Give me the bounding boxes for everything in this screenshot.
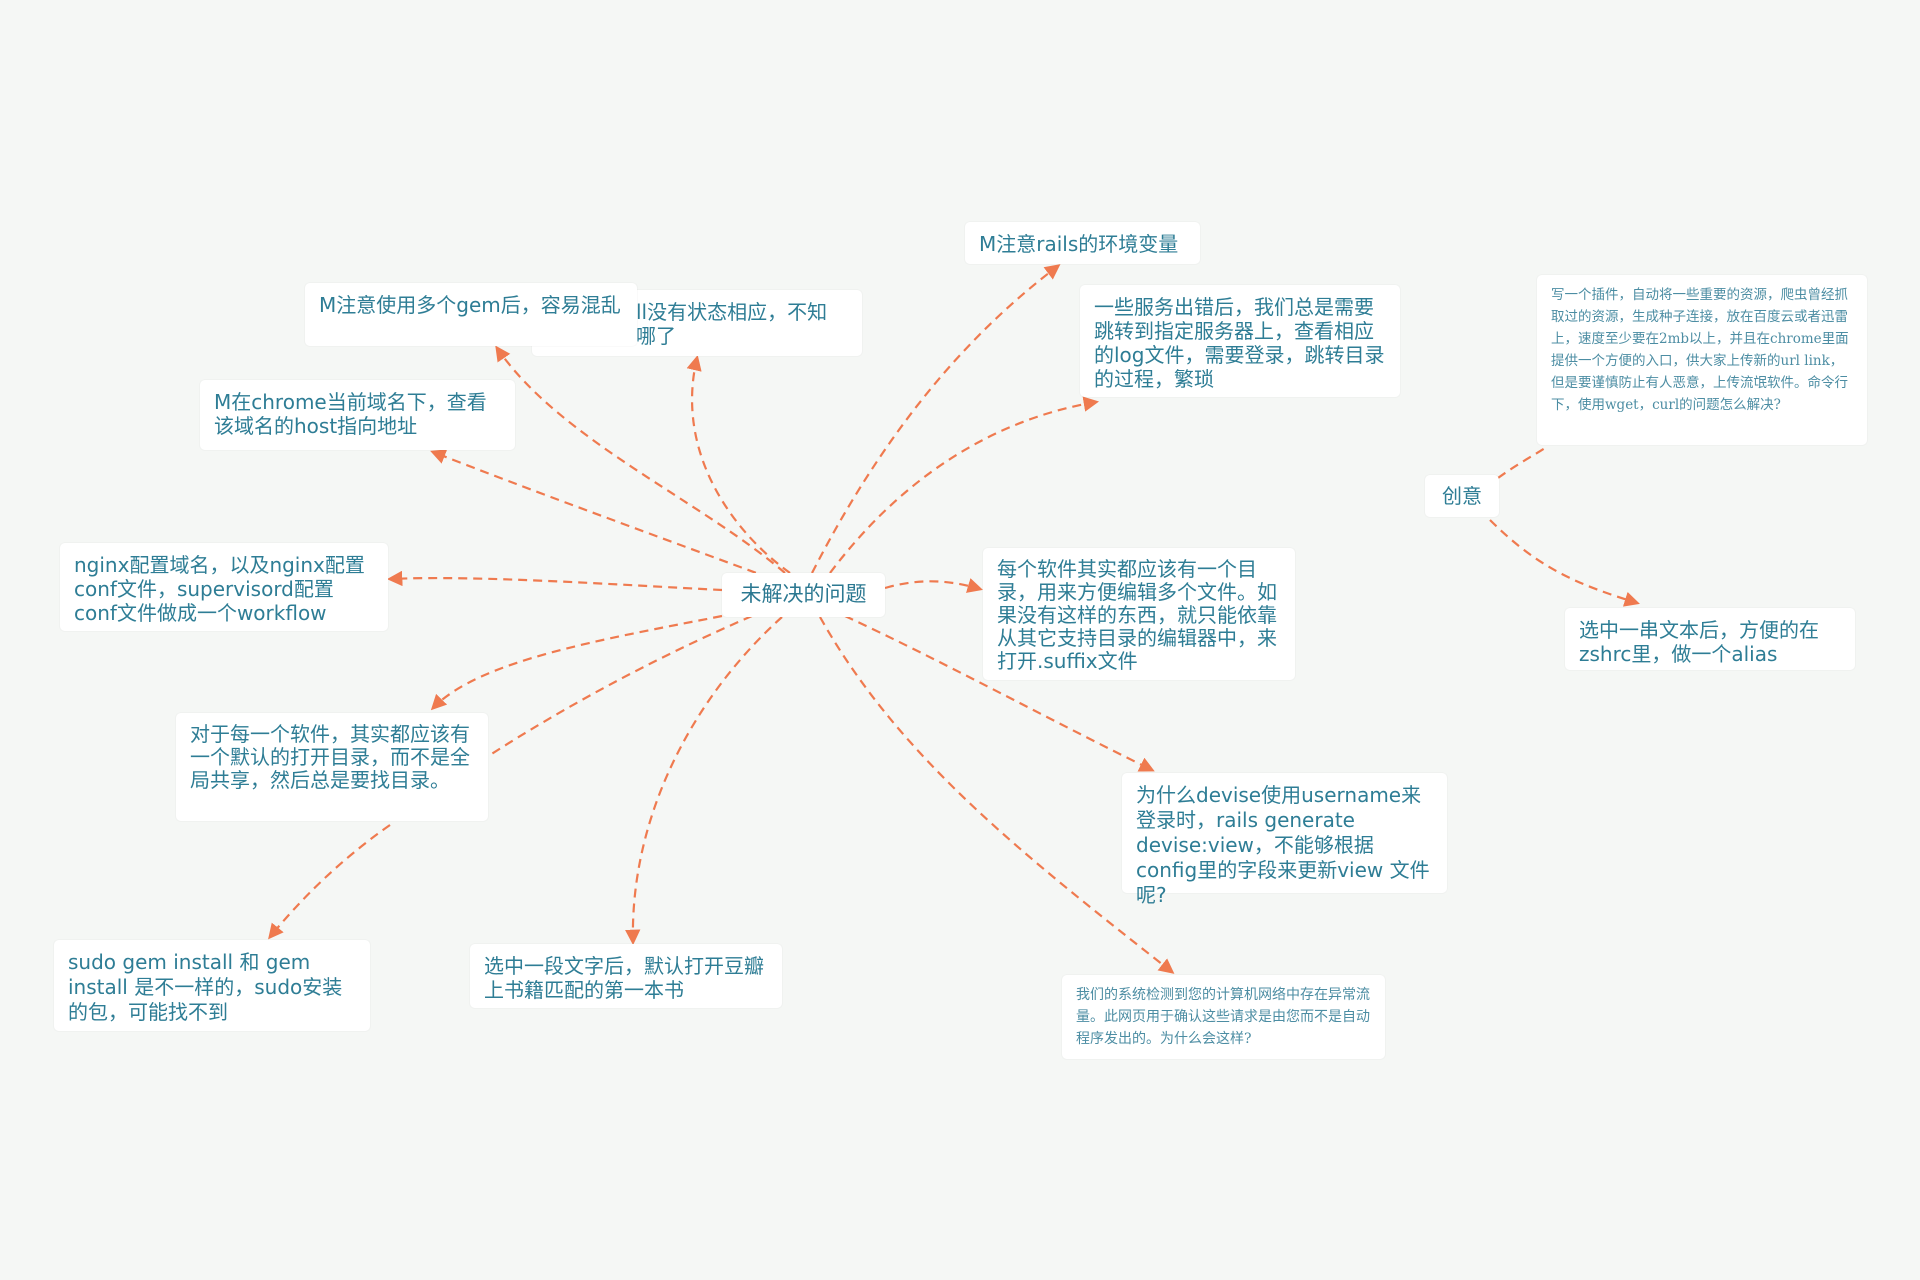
node-nginx-workflow[interactable]: nginx配置域名，以及nginx配置conf文件，supervisord配置c… [60,543,388,631]
node-douban-book[interactable]: 选中一段文字后，默认打开豆瓣上书籍匹配的第一本书 [470,944,782,1008]
edge-rails-env [811,264,1061,574]
idea-topic-label: 创意 [1442,484,1482,508]
node-server-logs[interactable]: 一些服务出错后，我们总是需要跳转到指定服务器上，查看相应的log文件，需要登录，… [1080,285,1400,397]
node-software-dir-edit[interactable]: 每个软件其实都应该有一个目录，用来方便编辑多个文件。如果没有这样的东西，就只能依… [983,548,1295,680]
node-crawler-plugin[interactable]: 写一个插件，自动将一些重要的资源，爬虫曾经抓取过的资源，生成种子连接，放在百度云… [1537,275,1867,445]
node-server-logs-label: 一些服务出错后，我们总是需要跳转到指定服务器上，查看相应的log文件，需要登录，… [1094,295,1385,391]
edge-devise-view [844,615,1155,772]
node-multi-gem-label: M注意使用多个gem后，容易混乱 [319,293,621,317]
node-chrome-host-label: M在chrome当前域名下，查看该域名的host指向地址 [214,390,487,438]
edge-zshrc-alias [1489,519,1640,607]
node-software-dir-edit-label: 每个软件其实都应该有一个目录，用来方便编辑多个文件。如果没有这样的东西，就只能依… [997,557,1277,673]
central-topic[interactable]: 未解决的问题 [722,573,885,617]
node-zshrc-alias-label: 选中一串文本后，方便的在zshrc里，做一个alias [1579,618,1819,666]
node-crawler-plugin-label: 写一个插件，自动将一些重要的资源，爬虫曾经抓取过的资源，生成种子连接，放在百度云… [1551,287,1849,413]
edge-default-open-dir [430,614,723,711]
node-nginx-workflow-label: nginx配置域名，以及nginx配置conf文件，supervisord配置c… [74,553,365,625]
edge-crawler-plugin [1497,445,1549,479]
edge-multi-gem [495,345,786,574]
edge-install-no-response [686,355,791,574]
node-devise-view[interactable]: 为什么devise使用username来登录时，rails generate d… [1122,773,1447,907]
edge-default-open-dir-2 [489,614,753,756]
node-rails-env[interactable]: M注意rails的环境变量 [965,222,1200,264]
node-default-open-dir[interactable]: 对于每一个软件，其实都应该有一个默认的打开目录，而不是全局共享，然后总是要找目录… [176,713,488,821]
node-douban-book-label: 选中一段文字后，默认打开豆瓣上书籍匹配的第一本书 [484,954,764,1002]
node-rails-env-label: M注意rails的环境变量 [979,232,1179,256]
node-abnormal-traffic-label: 我们的系统检测到您的计算机网络中存在异常流量。此网页用于确认这些请求是由您而不是… [1076,987,1370,1047]
node-default-open-dir-label: 对于每一个软件，其实都应该有一个默认的打开目录，而不是全局共享，然后总是要找目录… [190,722,470,792]
edge-software-dir-edit [884,578,983,593]
edge-chrome-host [430,449,771,580]
idea-topic[interactable]: 创意 [1425,475,1499,517]
node-multi-gem[interactable]: M注意使用多个gem后，容易混乱 [305,283,637,346]
central-topic-label: 未解决的问题 [740,582,867,606]
node-install-no-response-label: ll没有状态相应，不知 哪了 [636,300,828,348]
edge-abnormal-traffic [819,616,1175,974]
edge-douban-book [625,616,783,946]
node-sudo-gem-label: sudo gem install 和 gem install 是不一样的，sud… [68,950,343,1024]
node-sudo-gem[interactable]: sudo gem install 和 gem install 是不一样的，sud… [54,940,370,1031]
node-devise-view-label: 为什么devise使用username来登录时，rails generate d… [1136,783,1430,907]
node-zshrc-alias[interactable]: 选中一串文本后，方便的在zshrc里，做一个alias [1565,608,1855,670]
node-chrome-host[interactable]: M在chrome当前域名下，查看该域名的host指向地址 [200,380,515,450]
node-abnormal-traffic[interactable]: 我们的系统检测到您的计算机网络中存在异常流量。此网页用于确认这些请求是由您而不是… [1062,975,1385,1059]
edge-nginx-workflow [386,570,723,592]
edge-server-logs [829,396,1100,574]
edge-sudo-gem [268,824,391,940]
